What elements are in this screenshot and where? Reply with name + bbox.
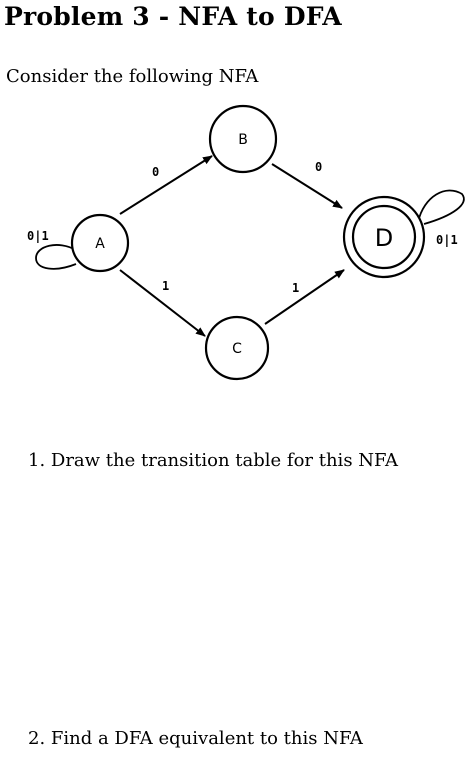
edge-b-to-d bbox=[271, 163, 343, 209]
self-loop-a bbox=[35, 244, 77, 270]
state-c: C bbox=[204, 315, 270, 381]
edge-label-b-to-d: 0 bbox=[315, 160, 322, 174]
edge-label-a-to-c: 1 bbox=[162, 279, 169, 293]
state-b: B bbox=[208, 104, 278, 174]
question-2: 2. Find a DFA equivalent to this NFA bbox=[28, 728, 363, 749]
question-1: 1. Draw the transition table for this NF… bbox=[28, 450, 398, 471]
edge-label-a-to-b: 0 bbox=[152, 165, 159, 179]
state-c-label: C bbox=[232, 341, 242, 357]
edge-a-to-c bbox=[119, 269, 206, 337]
state-a-label: A bbox=[95, 236, 105, 252]
nfa-diagram: 0 0 1 1 0|1 0|1 A B C D bbox=[27, 104, 465, 381]
problem-title: Problem 3 - NFA to DFA bbox=[4, 2, 342, 31]
state-b-label: B bbox=[238, 132, 248, 148]
edge-label-loop-a: 0|1 bbox=[27, 229, 49, 243]
edge-c-to-d bbox=[264, 269, 345, 325]
edge-label-c-to-d: 1 bbox=[292, 281, 299, 295]
edge-a-to-b bbox=[119, 155, 213, 215]
edge-label-loop-d: 0|1 bbox=[436, 233, 458, 247]
state-d-accepting: D bbox=[342, 195, 426, 279]
state-d-label: D bbox=[375, 224, 393, 252]
state-a: A bbox=[70, 213, 130, 273]
intro-text: Consider the following NFA bbox=[6, 66, 259, 87]
self-loop-d bbox=[417, 189, 465, 225]
